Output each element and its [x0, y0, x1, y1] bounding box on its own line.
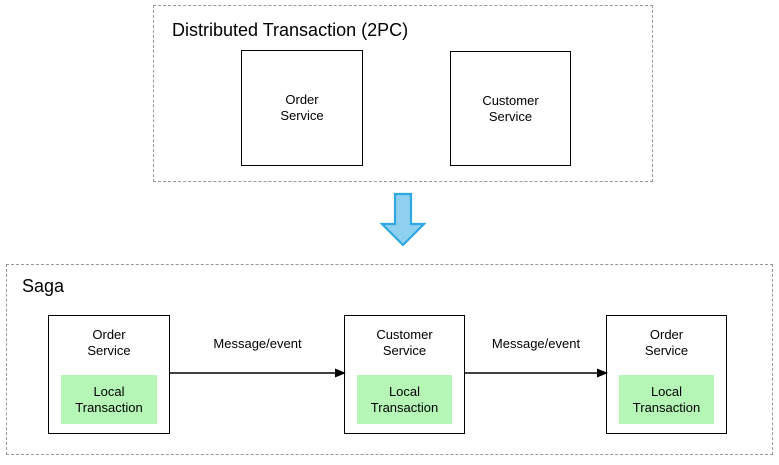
local-transaction-box: Local Transaction [61, 375, 157, 424]
service-label-customer-service: Customer Service [482, 92, 539, 124]
connector-label-message-event-2: Message/event [491, 336, 581, 351]
service-box-order-service-2pc: Order Service [241, 50, 363, 166]
group-saga: Saga [6, 264, 773, 455]
connector-arrow-1 [169, 364, 346, 382]
connector-label-message-event-1: Message/event [213, 336, 302, 351]
group-title-distributed-transaction: Distributed Transaction (2PC) [172, 20, 409, 40]
group-distributed-transaction: Distributed Transaction (2PC) [153, 5, 653, 182]
service-label-order-service: Order Service [87, 327, 131, 358]
down-arrow-icon [378, 192, 428, 248]
local-transaction-box: Local Transaction [619, 375, 714, 424]
connector-arrow-2 [464, 364, 608, 382]
service-label-customer-service: Customer Service [376, 327, 433, 358]
service-box-customer-service-saga: Customer Service Local Transaction [344, 315, 465, 434]
service-box-order-service-saga-2: Order Service Local Transaction [606, 315, 727, 434]
service-label-order-service: Order Service [644, 327, 689, 358]
service-box-customer-service-2pc: Customer Service [450, 51, 571, 166]
service-box-order-service-saga-1: Order Service Local Transaction [48, 315, 170, 434]
local-transaction-box: Local Transaction [357, 375, 452, 424]
service-label-order-service: Order Service [280, 92, 324, 123]
group-title-saga: Saga [22, 276, 65, 296]
